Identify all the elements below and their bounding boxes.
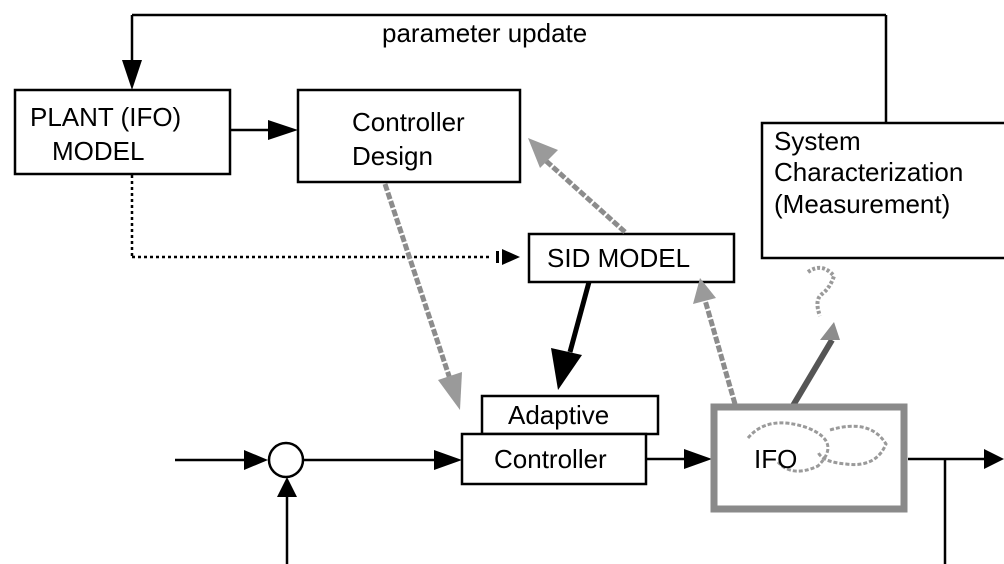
- up-arrowhead-icon: [277, 477, 297, 497]
- adaptive-controller-block: Adaptive Controller: [460, 394, 660, 486]
- plant-model-line2: MODEL: [52, 136, 144, 166]
- plant-model-line1: PLANT (IFO): [30, 102, 181, 132]
- system-characterization-line3: (Measurement): [774, 189, 950, 219]
- gray-arrowhead-icon: [820, 322, 840, 340]
- ifo-block: IFO: [710, 403, 908, 513]
- parameter-update-label: parameter update: [382, 18, 587, 48]
- system-characterization-line2: Characterization: [774, 157, 963, 187]
- down-arrowhead-icon: [122, 60, 142, 90]
- signal-path: [175, 441, 1004, 564]
- summing-junction: [267, 441, 305, 479]
- parameter-update-loop: [122, 13, 888, 123]
- right-arrowhead-icon: [434, 450, 462, 470]
- plant-to-sid-dotted-link: [130, 175, 520, 265]
- sid-model-label: SID MODEL: [547, 243, 690, 273]
- gray-arrowhead-icon: [693, 278, 716, 304]
- ifo-label: IFO: [754, 444, 797, 474]
- gray-arrows: [382, 138, 840, 416]
- gray-arrowhead-icon: [438, 372, 462, 410]
- right-arrowhead-icon: [984, 449, 1004, 469]
- controller-design-block: Controller Design: [296, 88, 522, 184]
- controller-design-line2: Design: [352, 141, 433, 171]
- adaptive-label: Adaptive: [508, 400, 609, 430]
- dotted-arrowhead-icon: [502, 249, 520, 265]
- plant-model-block: PLANT (IFO) MODEL: [13, 88, 232, 176]
- controller-label: Controller: [494, 444, 607, 474]
- system-characterization-line1: System: [774, 126, 861, 156]
- system-characterization-block: System Characterization (Measurement): [760, 121, 1004, 260]
- controller-design-line1: Controller: [352, 107, 465, 137]
- black-arrowhead-icon: [551, 348, 582, 390]
- sid-model-block: SID MODEL: [527, 232, 736, 284]
- right-arrowhead-icon: [244, 450, 268, 470]
- right-arrowhead-icon: [684, 449, 712, 469]
- sid-to-adaptive-arrow: [551, 281, 592, 390]
- squiggle-mark: [806, 265, 837, 317]
- plant-to-design-arrow: [230, 120, 298, 140]
- right-arrowhead-icon: [268, 120, 298, 140]
- gray-arrowhead-icon: [528, 138, 558, 168]
